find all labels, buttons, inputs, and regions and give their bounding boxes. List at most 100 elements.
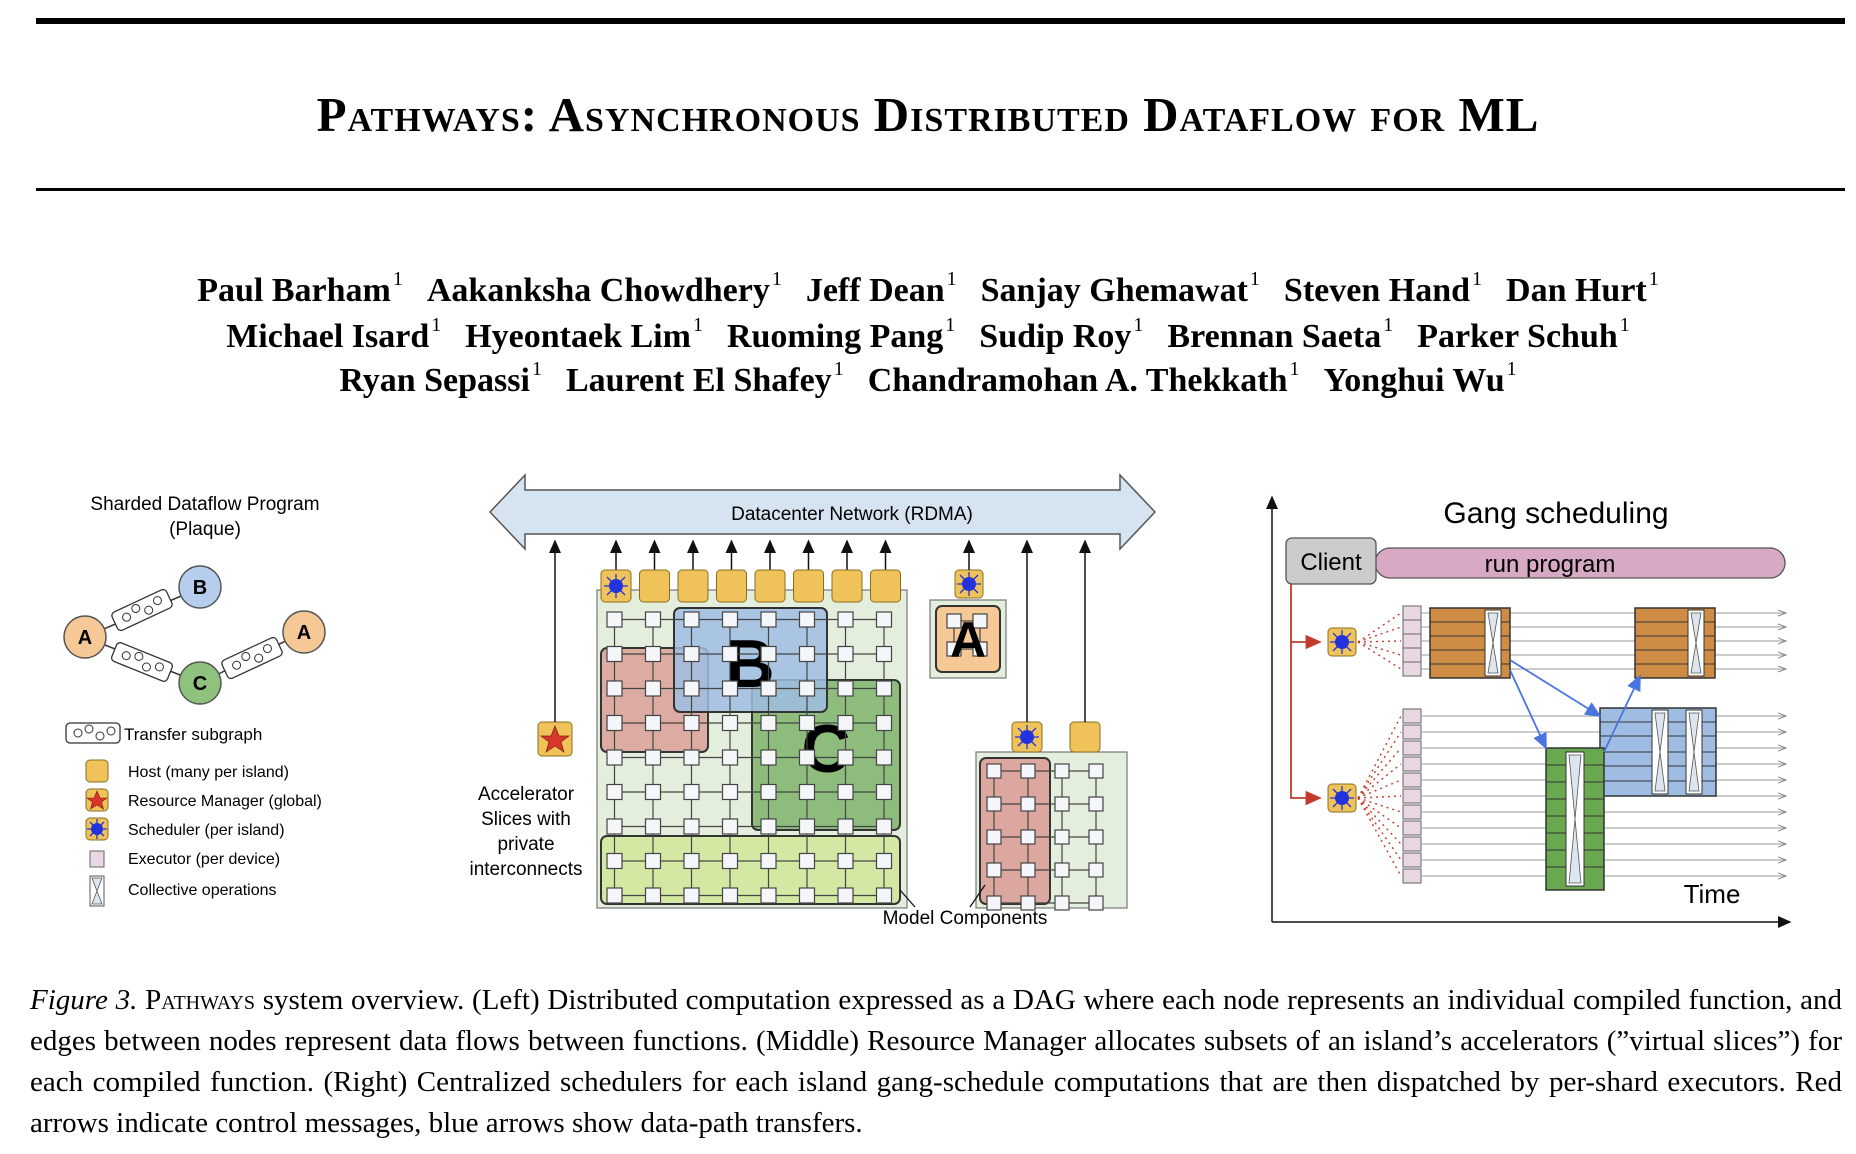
accelerator-label-line2: Slices with	[481, 809, 571, 830]
device-cell	[606, 852, 623, 870]
accelerator-label-line4: interconnects	[469, 859, 582, 880]
device-cell	[875, 887, 893, 904]
transfer-subgraph-icon	[221, 636, 283, 680]
executor-cell	[1402, 756, 1422, 772]
device-cell	[721, 818, 739, 835]
author-affiliation: 1	[1472, 268, 1483, 290]
device-cell	[760, 714, 777, 732]
executor-cell	[1402, 724, 1422, 740]
device-cell	[644, 645, 662, 663]
device-cell	[798, 680, 816, 697]
host-icon	[870, 569, 901, 603]
device-cell	[721, 887, 739, 904]
author-affiliation: 1	[1383, 314, 1394, 336]
dispatch-dots	[1357, 612, 1402, 877]
device-cell	[875, 749, 893, 766]
transfer-subgraph-icon	[110, 642, 174, 682]
legend-host-label: Host (many per island)	[128, 764, 289, 781]
device-cell	[760, 818, 777, 835]
dag-node-a-left	[63, 615, 107, 659]
author-affiliation: 1	[1506, 358, 1517, 380]
author-affiliation: 1	[1648, 268, 1659, 290]
legend-collective-icon	[89, 875, 105, 907]
device-cell	[837, 749, 854, 766]
executor-cell	[1402, 740, 1422, 756]
device-cell	[798, 852, 816, 870]
author-name-text: Brennan Saeta	[1167, 318, 1382, 355]
dag-node-a-left-label: A	[78, 627, 92, 649]
device-cell	[721, 749, 739, 766]
device-cell	[986, 895, 1002, 911]
time-axis-label: Time	[1684, 879, 1741, 909]
executor-cell	[1402, 633, 1422, 649]
executor-cell	[1402, 619, 1422, 635]
device-grid-main	[606, 611, 893, 904]
device-cell	[875, 818, 893, 835]
caption-text: system overview. (Left) Distributed comp…	[30, 984, 1843, 1139]
host-icon	[716, 569, 747, 603]
author-affiliation: 1	[1289, 358, 1300, 380]
device-cell	[946, 613, 962, 629]
device-cell	[972, 613, 988, 629]
author-name-text: Chandramohan A. Thekkath	[867, 362, 1288, 399]
author-name-text: Parker Schuh	[1417, 318, 1618, 355]
author-name-text: Hyeontaek Lim	[465, 318, 691, 355]
author-name-text: Sudip Roy	[979, 318, 1132, 355]
title-rule	[36, 188, 1845, 191]
left-panel: Sharded Dataflow Program (Plaque) A B C	[63, 494, 326, 907]
left-title-line1: Sharded Dataflow Program	[90, 494, 319, 515]
author-name-text: Ruoming Pang	[726, 318, 944, 355]
device-cell	[1020, 895, 1036, 911]
author-name-text: Laurent El Shafey	[565, 362, 832, 399]
device-cell	[1020, 862, 1036, 878]
accelerator-label-line3: private	[497, 834, 554, 855]
device-cell	[798, 645, 816, 663]
host-icon	[1069, 721, 1101, 753]
executor-cell	[1402, 605, 1422, 621]
author-affiliation: 1	[945, 314, 956, 336]
figure-3: Sharded Dataflow Program (Plaque) A B C	[63, 473, 1792, 929]
device-cell	[721, 680, 739, 697]
executor-cell	[1402, 772, 1422, 788]
author-name-text: Paul Barham	[197, 272, 391, 309]
caption-label: Figure 3.	[30, 984, 138, 1016]
device-cell	[760, 680, 777, 697]
legend-resource-manager-icon	[85, 788, 109, 812]
legend-executor-label: Executor (per device)	[128, 851, 280, 868]
device-cell	[760, 852, 777, 870]
device-cell	[1088, 895, 1104, 911]
device-cell	[721, 714, 739, 732]
legend-resource-manager-label: Resource Manager (global)	[128, 793, 322, 810]
device-cell	[683, 611, 700, 628]
device-cell	[1054, 895, 1070, 911]
legend-scheduler-icon	[85, 817, 109, 841]
device-cell	[1054, 796, 1070, 812]
device-cell	[798, 714, 816, 732]
executor-cell	[1402, 868, 1422, 884]
legend-collective-label: Collective operations	[128, 882, 277, 899]
host-icon	[677, 569, 709, 603]
author-affiliation: 1	[392, 268, 403, 290]
device-cell	[760, 645, 777, 663]
host-icon	[754, 569, 786, 603]
executor-cell	[1402, 836, 1422, 852]
device-cell	[1020, 829, 1036, 845]
executor-cell	[1402, 661, 1422, 677]
host-row-main	[600, 539, 901, 603]
top-rule	[36, 18, 1845, 24]
device-cell	[606, 783, 623, 801]
device-cell	[644, 749, 662, 766]
host-icon	[639, 569, 670, 603]
scheduler-icon	[1327, 783, 1357, 813]
compute-block-a2	[1634, 607, 1716, 679]
device-cell	[986, 796, 1002, 812]
scheduler-icon	[1327, 627, 1357, 657]
